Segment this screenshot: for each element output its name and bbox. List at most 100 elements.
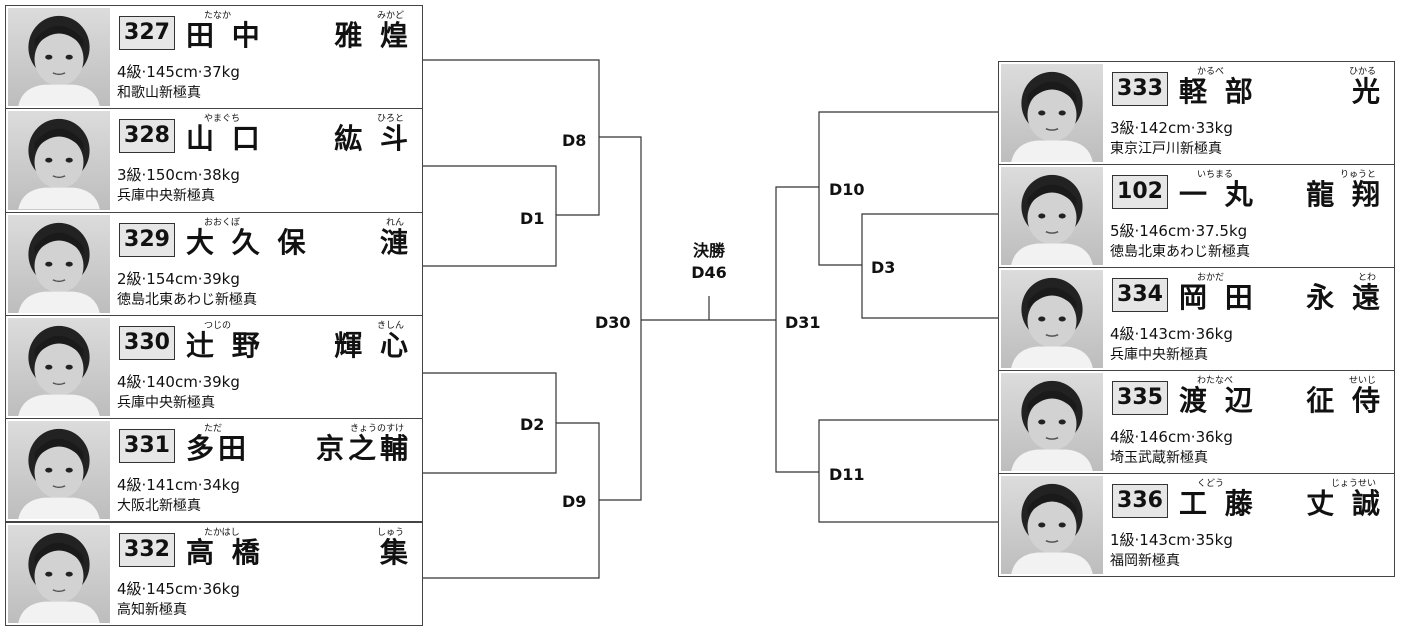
face-icon [8, 421, 110, 519]
round-label-d2: D2 [520, 415, 544, 434]
player-number: 327 [119, 16, 175, 50]
player-stats: 3級·150cm·38kg [117, 164, 240, 185]
face-icon [1001, 270, 1103, 368]
player-dojo: 東京江戸川新極真 [1110, 138, 1222, 158]
player-surname: 山 口 [186, 122, 264, 156]
player-dojo: 兵庫中央新極真 [117, 392, 215, 412]
player-given-name: 集 [380, 536, 412, 570]
final-title: 決勝 [684, 240, 734, 262]
player-surname: 工 藤 [1179, 487, 1257, 521]
player-card-328: 328 やまぐち ひろと 山 口 紘 斗 3級·150cm·38kg 兵庫中央新… [5, 108, 423, 212]
player-photo [1001, 167, 1103, 265]
player-surname: 田 中 [186, 19, 264, 53]
player-dojo: 高知新極真 [117, 599, 187, 619]
player-number: 329 [119, 223, 175, 257]
player-photo [1001, 373, 1103, 471]
player-given-name: 龍 翔 [1306, 178, 1384, 212]
player-photo [8, 318, 110, 416]
face-icon [8, 525, 110, 623]
player-number: 332 [119, 533, 175, 567]
face-icon [1001, 476, 1103, 574]
player-dojo: 兵庫中央新極真 [1110, 344, 1208, 364]
round-label-d8: D8 [562, 131, 586, 150]
face-icon [8, 318, 110, 416]
player-dojo: 和歌山新極真 [117, 82, 201, 102]
player-card-336: 336 くどう じょうせい 工 藤 丈 誠 1級·143cm·35kg 福岡新極… [998, 473, 1395, 577]
player-dojo: 徳島北東あわじ新極真 [1110, 241, 1250, 261]
player-dojo: 大阪北新極真 [117, 495, 201, 515]
player-given-name: 京之輔 [316, 432, 412, 466]
player-stats: 3級·142cm·33kg [1110, 117, 1233, 138]
round-label-d1: D1 [520, 209, 544, 228]
player-stats: 4級·140cm·39kg [117, 371, 240, 392]
player-surname: 辻 野 [186, 329, 264, 363]
player-stats: 2級·154cm·39kg [117, 268, 240, 289]
player-card-334: 334 おかだ とわ 岡 田 永 遠 4級·143cm·36kg 兵庫中央新極真 [998, 267, 1395, 371]
player-number: 102 [1112, 175, 1168, 209]
player-stats: 4級·146cm·36kg [1110, 426, 1233, 447]
player-photo [8, 421, 110, 519]
player-number: 335 [1112, 381, 1168, 415]
player-photo [8, 525, 110, 623]
player-stats: 5級·146cm·37.5kg [1110, 220, 1247, 241]
player-surname: 岡 田 [1179, 281, 1257, 315]
round-label-d10: D10 [829, 180, 865, 199]
face-icon [8, 215, 110, 313]
player-card-102: 102 いちまる りゅうと 一 丸 龍 翔 5級·146cm·37.5kg 徳島… [998, 164, 1395, 268]
round-label-d9: D9 [562, 492, 586, 511]
player-number: 334 [1112, 278, 1168, 312]
player-photo [1001, 64, 1103, 162]
player-given-name: 光 [1352, 75, 1384, 109]
player-dojo: 兵庫中央新極真 [117, 185, 215, 205]
player-given-name: 征 侍 [1306, 384, 1384, 418]
player-card-335: 335 わたなべ せいじ 渡 辺 征 侍 4級·146cm·36kg 埼玉武蔵新… [998, 370, 1395, 474]
player-given-name: 紘 斗 [334, 122, 412, 156]
player-card-331: 331 ただ きょうのすけ 多田 京之輔 4級·141cm·34kg 大阪北新極… [5, 418, 423, 522]
player-stats: 4級·145cm·36kg [117, 578, 240, 599]
player-stats: 4級·143cm·36kg [1110, 323, 1233, 344]
player-photo [1001, 476, 1103, 574]
player-stats: 4級·145cm·37kg [117, 61, 240, 82]
round-label-d11: D11 [829, 465, 865, 484]
player-stats: 4級·141cm·34kg [117, 474, 240, 495]
player-given-name: 輝 心 [334, 329, 412, 363]
round-label-d31: D31 [785, 313, 821, 332]
player-photo [1001, 270, 1103, 368]
player-card-332: 332 たかはし しゅう 高 橋 集 4級·145cm·36kg 高知新極真 [5, 522, 423, 626]
player-card-329: 329 おおくぼ れん 大 久 保 漣 2級·154cm·39kg 徳島北東あわ… [5, 212, 423, 316]
player-given-name: 永 遠 [1306, 281, 1384, 315]
player-dojo: 埼玉武蔵新極真 [1110, 447, 1208, 467]
player-photo [8, 8, 110, 106]
player-given-name: 雅 煌 [334, 19, 412, 53]
player-number: 333 [1112, 72, 1168, 106]
player-given-name: 漣 [380, 226, 412, 260]
player-surname: 渡 辺 [1179, 384, 1257, 418]
player-card-330: 330 つじの きしん 辻 野 輝 心 4級·140cm·39kg 兵庫中央新極… [5, 315, 423, 419]
player-surname: 一 丸 [1179, 178, 1257, 212]
player-surname: 高 橋 [186, 536, 264, 570]
final-label: 決勝 D46 [684, 240, 734, 284]
player-number: 336 [1112, 484, 1168, 518]
round-label-d3: D3 [871, 258, 895, 277]
player-number: 328 [119, 119, 175, 153]
player-card-327: 327 たなか みかど 田 中 雅 煌 4級·145cm·37kg 和歌山新極真 [5, 5, 423, 109]
player-surname: 軽 部 [1179, 75, 1257, 109]
final-id: D46 [684, 262, 734, 284]
round-label-d30: D30 [595, 313, 631, 332]
player-surname: 多田 [186, 432, 250, 466]
face-icon [8, 8, 110, 106]
player-photo [8, 215, 110, 313]
player-dojo: 福岡新極真 [1110, 550, 1180, 570]
player-stats: 1級·143cm·35kg [1110, 529, 1233, 550]
player-number: 330 [119, 326, 175, 360]
player-dojo: 徳島北東あわじ新極真 [117, 289, 257, 309]
player-given-name: 丈 誠 [1306, 487, 1384, 521]
player-number: 331 [119, 429, 175, 463]
face-icon [1001, 373, 1103, 471]
player-photo [8, 111, 110, 209]
face-icon [1001, 167, 1103, 265]
face-icon [8, 111, 110, 209]
player-surname: 大 久 保 [186, 226, 310, 260]
player-card-333: 333 かるべ ひかる 軽 部 光 3級·142cm·33kg 東京江戸川新極真 [998, 61, 1395, 165]
face-icon [1001, 64, 1103, 162]
